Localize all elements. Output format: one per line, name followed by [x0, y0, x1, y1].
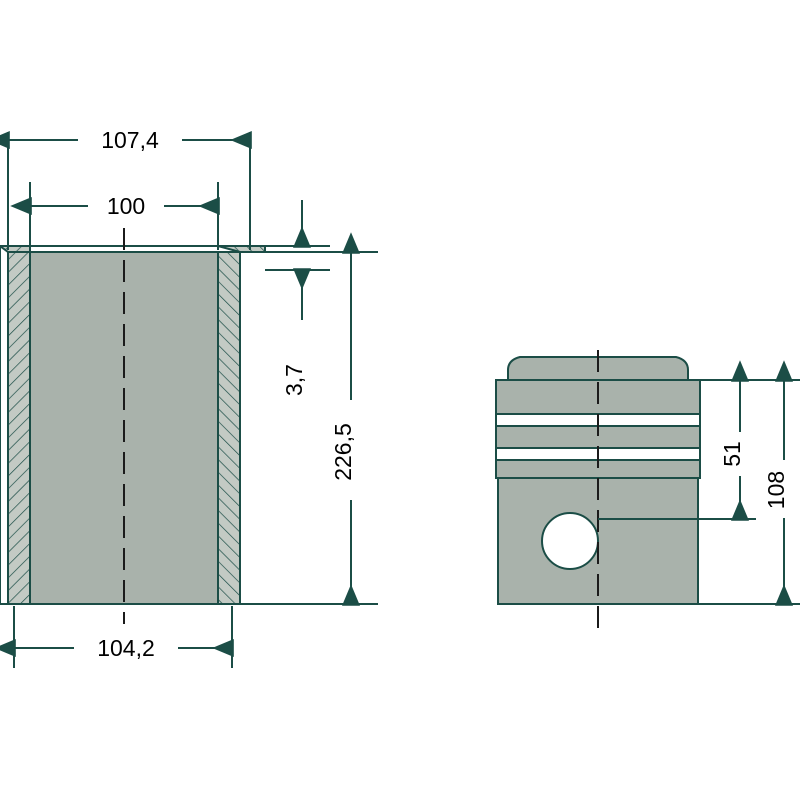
liner-wall-right-section: [217, 251, 241, 605]
dimension-liner-flange-thickness: 3,7: [265, 200, 330, 396]
dimension-text-backdrop: [78, 118, 182, 148]
dimension-text-backdrop: [336, 400, 366, 500]
dimension-liner-bore-dia: 100: [10, 182, 220, 250]
liner-wall-left-section: [7, 244, 31, 605]
dimension-text-backdrop: [74, 628, 178, 658]
dimension-text-backdrop: [88, 186, 164, 216]
dimension-liner-total-length: 226,5: [240, 232, 378, 606]
dimension-value-226-5: 226,5: [330, 423, 356, 481]
dimension-value-3-7: 3,7: [281, 364, 307, 396]
dimension-liner-flange-outer-dia: 107,4: [0, 118, 252, 250]
cylinder-liner-view: 107,4 100 3,7: [0, 118, 378, 668]
dimension-text-backdrop: [770, 460, 798, 518]
dimension-value-100: 100: [107, 193, 145, 219]
piston-view: 51 108: [495, 350, 800, 634]
piston-pin-bore: [541, 512, 599, 570]
dimension-value-104-2: 104,2: [97, 635, 155, 661]
dimension-value-51: 51: [719, 441, 745, 467]
dimension-text-backdrop: [726, 432, 754, 476]
dimension-piston-total-height: 108: [698, 360, 800, 606]
dimension-value-107-4: 107,4: [101, 127, 159, 153]
dimension-value-108: 108: [763, 471, 789, 509]
dimension-liner-body-outer-dia: 104,2: [0, 606, 234, 668]
